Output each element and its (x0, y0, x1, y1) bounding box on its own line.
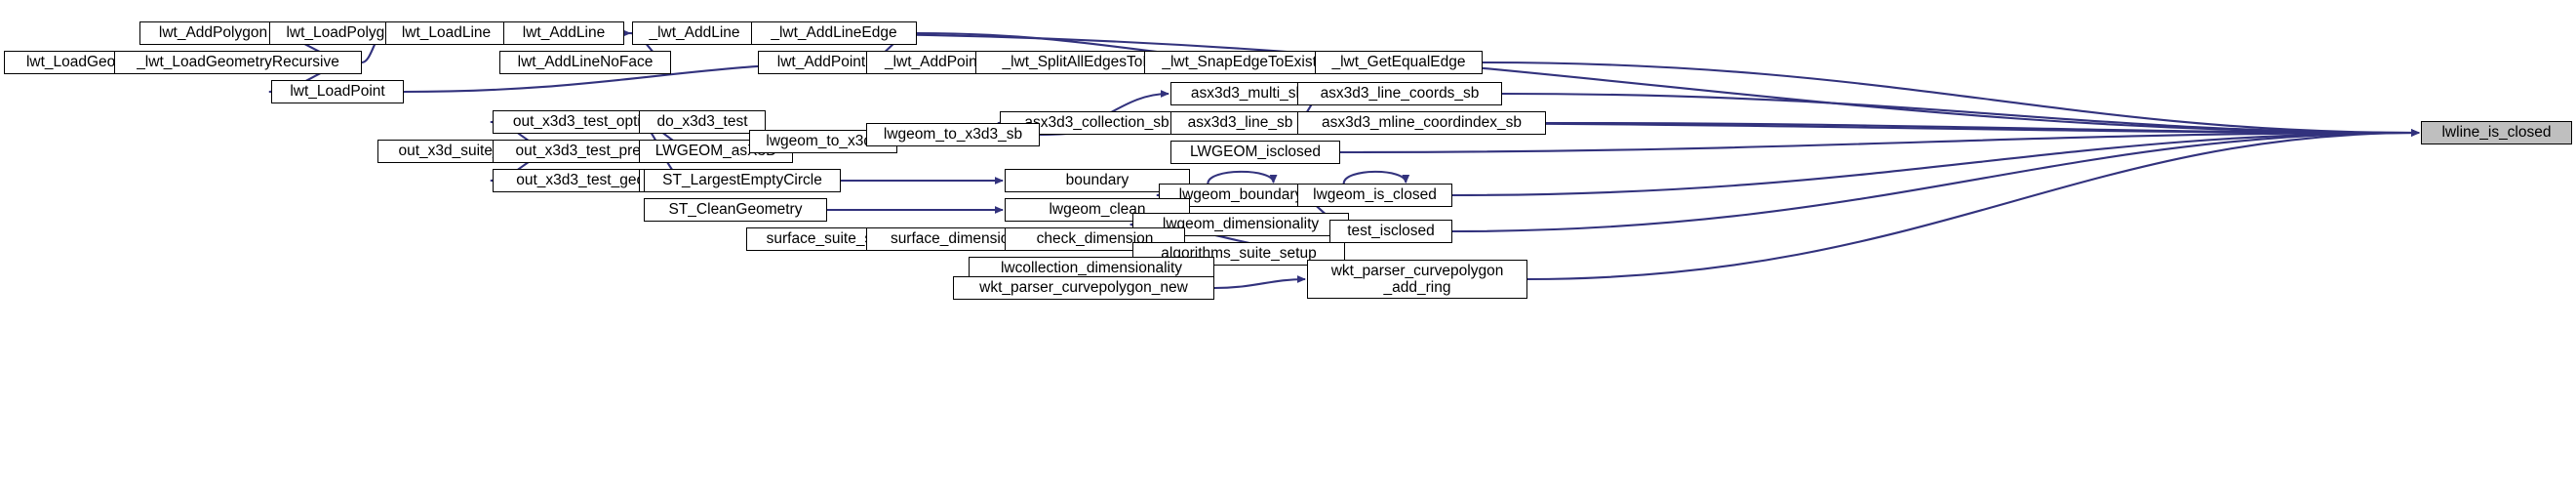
node-label: _lwt_LoadGeometryRecursive (137, 54, 339, 71)
node-label: asx3d3_line_sb (1187, 114, 1293, 132)
graph-node-test_isclosed[interactable]: test_isclosed (1329, 220, 1452, 243)
node-label: out_x3d3_test_option (512, 113, 658, 131)
node-label: lwt_AddPoint (776, 54, 866, 71)
graph-node-lwt_addlineedge[interactable]: _lwt_AddLineEdge (751, 21, 917, 45)
node-label: lwgeom_dimensionality (1162, 216, 1320, 233)
node-label: ST_CleanGeometry (668, 201, 803, 219)
node-label: lwt_LoadLine (401, 24, 492, 42)
node-label-line2: _add_ring (1383, 279, 1451, 296)
graph-node-do_x3d3_test[interactable]: do_x3d3_test (639, 110, 766, 134)
graph-node-lwt_addpolygon[interactable]: lwt_AddPolygon (139, 21, 287, 45)
graph-node-asx3d3_line_coords_sb[interactable]: asx3d3_line_coords_sb (1297, 82, 1502, 105)
graph-node-asx3d3_mline_coordindex_sb[interactable]: asx3d3_mline_coordindex_sb (1297, 111, 1546, 135)
graph-node-st_cleangeometry[interactable]: ST_CleanGeometry (644, 198, 827, 222)
graph-node-lwt_addlinenoface[interactable]: lwt_AddLineNoFace (499, 51, 671, 74)
node-label: lwline_is_closed (2441, 124, 2552, 142)
node-label: check_dimension (1036, 230, 1154, 248)
node-label: wkt_parser_curvepolygon (1330, 262, 1504, 279)
node-label: asx3d3_line_coords_sb (1320, 85, 1480, 103)
graph-node-st_largestemptycircle[interactable]: ST_LargestEmptyCircle (644, 169, 841, 192)
node-label: _lwt_AddLine (649, 24, 740, 42)
graph-node-wkt_parser_curvepolygon_new[interactable]: wkt_parser_curvepolygon_new (953, 276, 1214, 300)
node-label: asx3d3_multi_sb (1190, 85, 1305, 103)
node-label: do_x3d3_test (656, 113, 748, 131)
node-label: _lwt_AddPoint (884, 54, 982, 71)
node-label: test_isclosed (1347, 223, 1435, 240)
node-label: lwt_AddLine (522, 24, 606, 42)
node-label: lwt_AddLineNoFace (517, 54, 654, 71)
edge-n21-n15 (1339, 129, 2420, 154)
edge-n34-n34 (1342, 170, 1410, 185)
graph-node-lwt_addline[interactable]: lwt_AddLine (503, 21, 624, 45)
edge-n34-n15 (1451, 129, 2420, 197)
edge-n33-n33 (1207, 170, 1278, 185)
node-label: wkt_parser_curvepolygon_new (979, 279, 1188, 297)
graph-node-lwgeom_to_x3d3_sb[interactable]: lwgeom_to_x3d3_sb (866, 123, 1040, 146)
node-label: _lwt_AddLineEdge (771, 24, 897, 42)
edge-n17-n15 (1501, 92, 2420, 137)
node-label: lwgeom_is_closed (1313, 186, 1437, 204)
edge-n20-n15 (1545, 121, 2420, 137)
node-label: boundary (1065, 172, 1129, 189)
edge-n38-n15 (1451, 129, 2420, 233)
node-label: asx3d3_collection_sb (1024, 114, 1169, 132)
node-label: lwgeom_to_x3d3_sb (883, 126, 1023, 144)
graph-node-lwt_addline[interactable]: _lwt_AddLine (632, 21, 757, 45)
node-label: _lwt_GetEqualEdge (1331, 54, 1466, 71)
edge-n44-n45 (1213, 275, 1306, 290)
node-label: lwgeom_clean (1049, 201, 1146, 219)
graph-node-lwt_loadline[interactable]: lwt_LoadLine (385, 21, 507, 45)
graph-node-lwt_loadpoint[interactable]: lwt_LoadPoint (271, 80, 404, 103)
node-label: lwt_AddPolygon (158, 24, 268, 42)
node-label: lwcollection_dimensionality (1000, 260, 1183, 277)
node-label: lwgeom_boundary (1178, 186, 1303, 204)
graph-node-asx3d3_line_sb[interactable]: asx3d3_line_sb (1170, 111, 1310, 135)
node-label: asx3d3_mline_coordindex_sb (1321, 114, 1523, 132)
node-label: lwt_LoadPolygon (286, 24, 402, 42)
node-label: surface_dimension (890, 230, 1018, 248)
node-label: ST_LargestEmptyCircle (662, 172, 822, 189)
graph-node-lwgeom_isclosed[interactable]: LWGEOM_isclosed (1170, 141, 1340, 164)
graph-node-lwline_is_closed[interactable]: lwline_is_closed (2421, 121, 2572, 144)
graph-node-lwt_getequaledge[interactable]: _lwt_GetEqualEdge (1315, 51, 1483, 74)
edge-n14-n15 (1482, 61, 2420, 137)
node-label: lwgeom_to_x3d3 (766, 133, 881, 150)
graph-node-lwgeom_is_closed[interactable]: lwgeom_is_closed (1297, 184, 1452, 207)
node-label: lwt_LoadPoint (290, 83, 385, 101)
node-label: LWGEOM_isclosed (1189, 144, 1322, 161)
graph-node-wkt_parser_curvepolygon[interactable]: wkt_parser_curvepolygon_add_ring (1307, 260, 1527, 299)
graph-node-lwt_loadgeometryrecursive[interactable]: _lwt_LoadGeometryRecursive (114, 51, 362, 74)
edge-n45-n15 (1526, 129, 2420, 281)
